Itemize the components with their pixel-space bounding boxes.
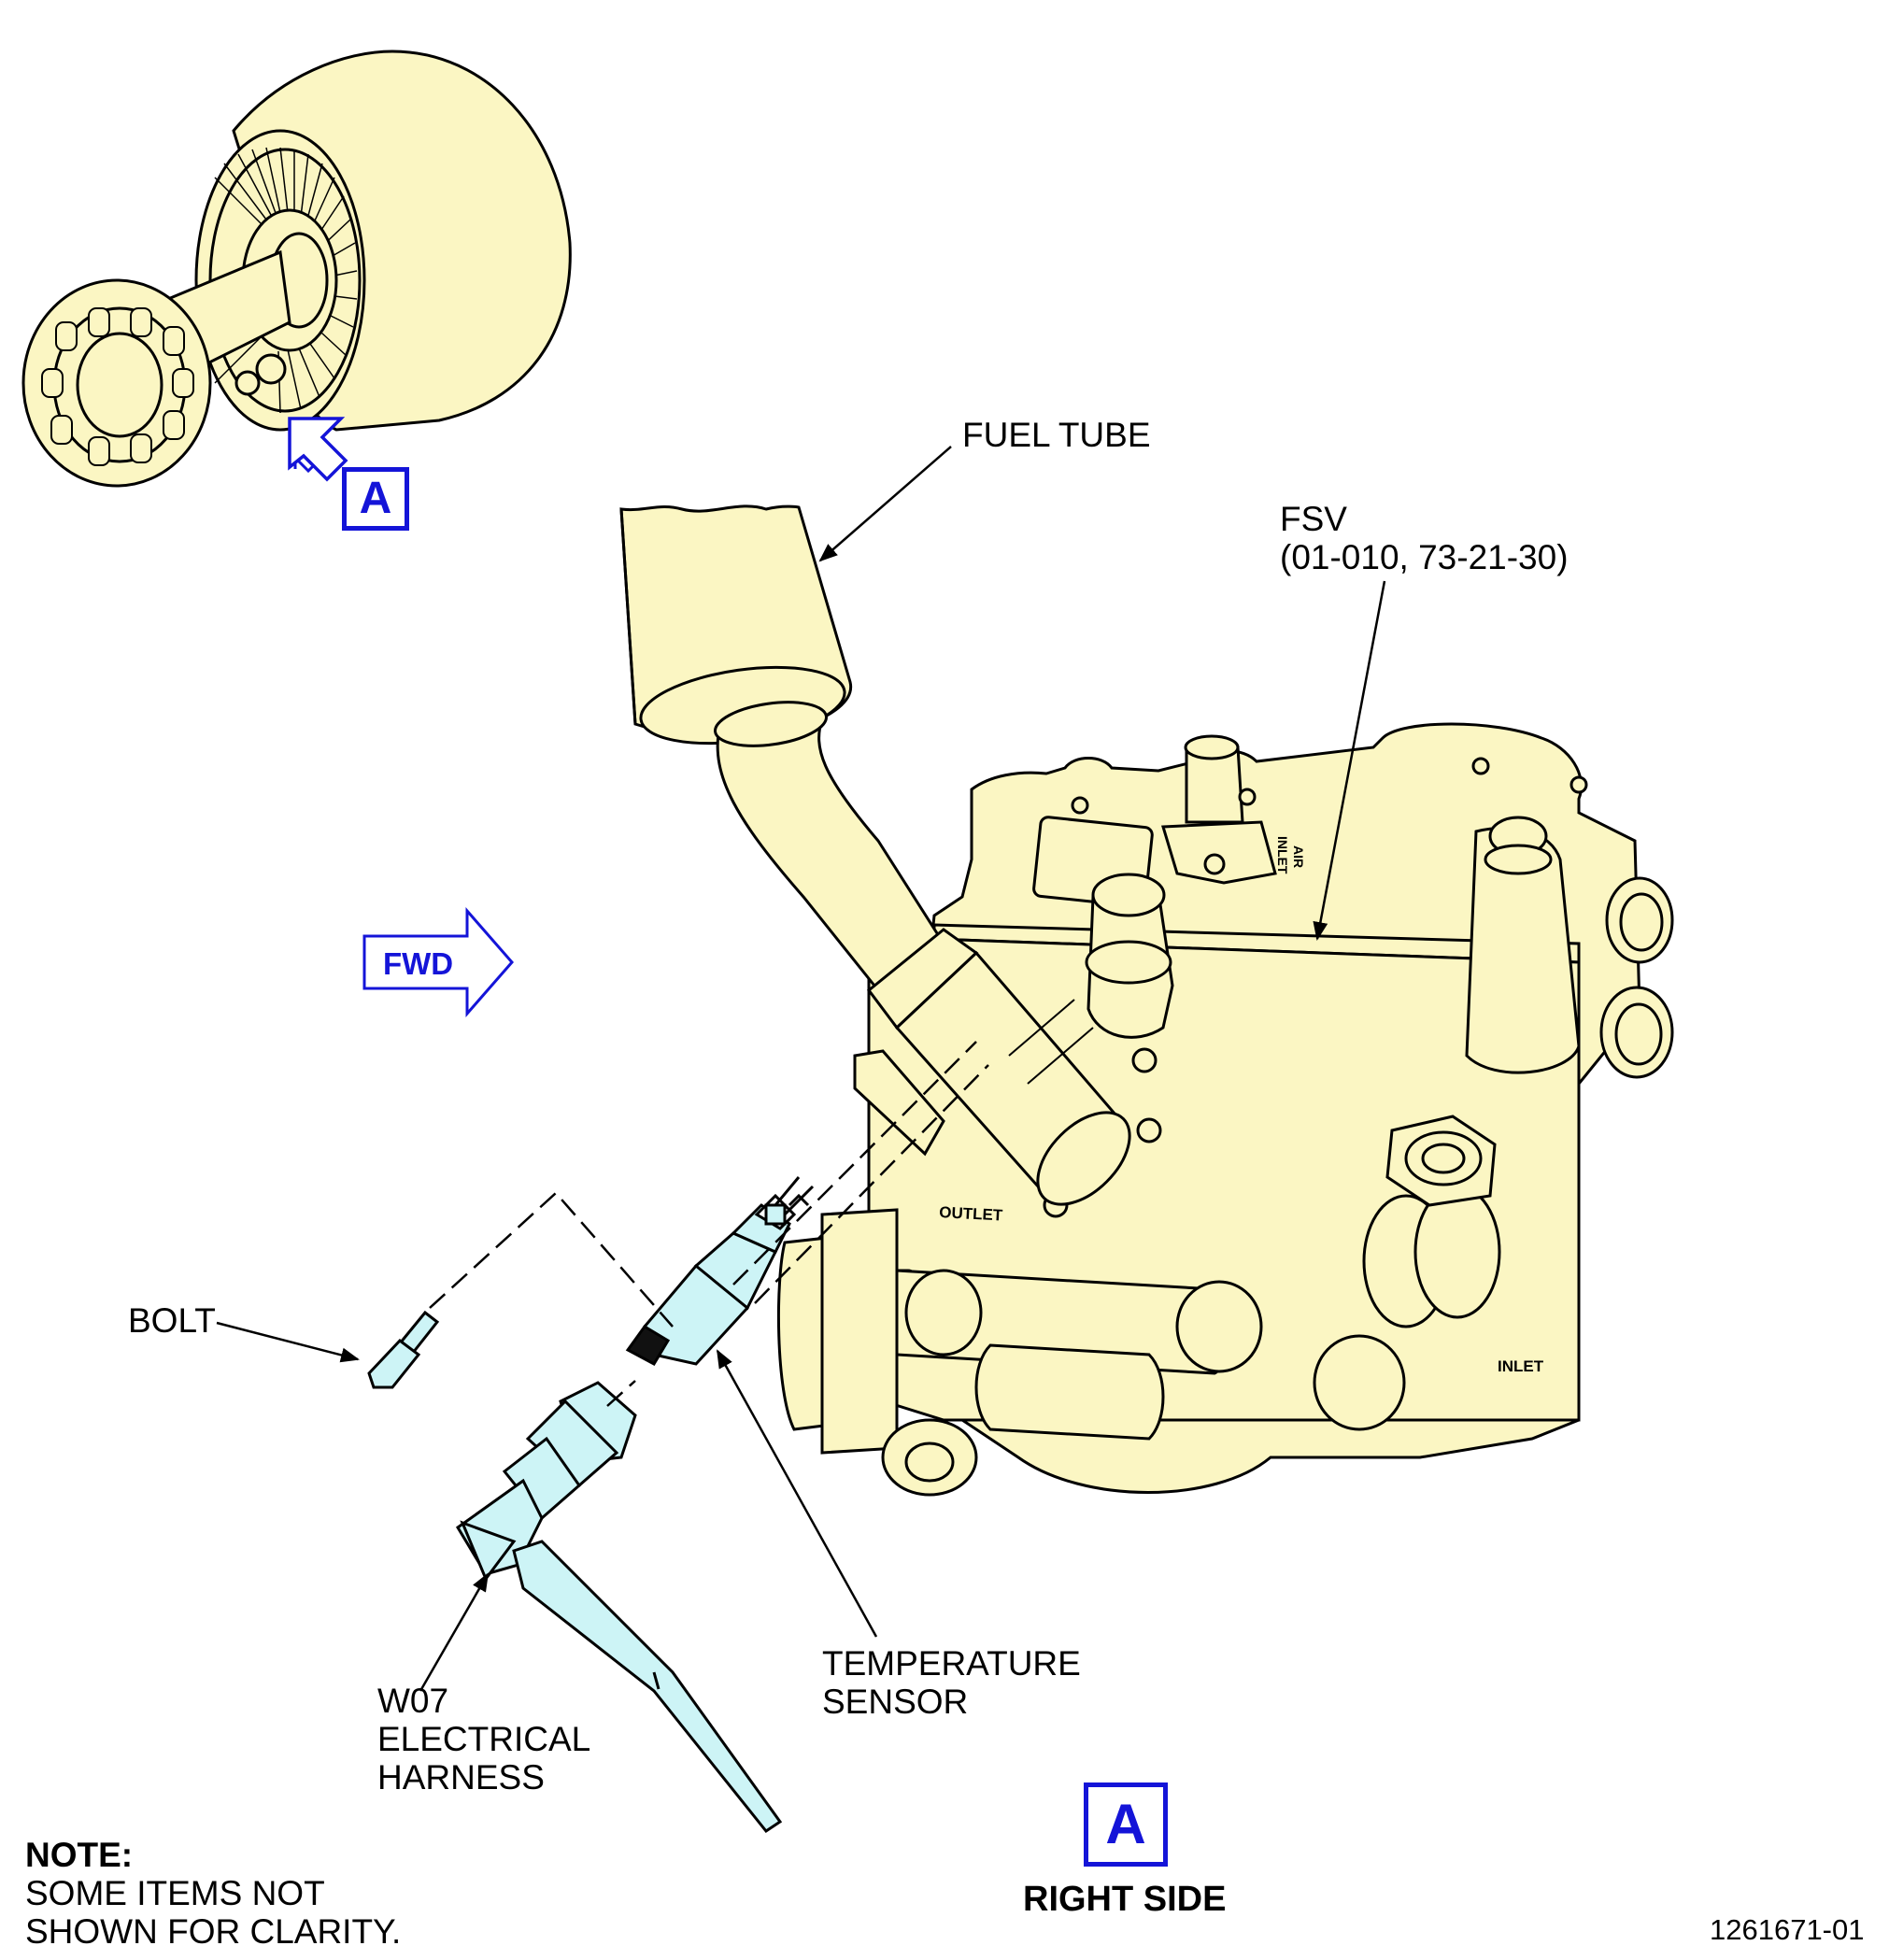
view-marker-top[interactable]: A [342, 467, 409, 531]
temperature-sensor [625, 1176, 815, 1366]
note-block: NOTE: SOME ITEMS NOT SHOWN FOR CLARITY. [25, 1836, 401, 1951]
outlet-stamp: OUTLET [939, 1203, 1004, 1225]
fuel-tube-label: FUEL TUBE [962, 416, 1151, 454]
bolt-label: BOLT [128, 1301, 216, 1340]
view-marker-bottom[interactable]: A [1084, 1782, 1168, 1867]
note-title: NOTE: [25, 1836, 134, 1874]
fwd-arrow [362, 907, 514, 1017]
view-caption: RIGHT SIDE [1023, 1880, 1227, 1919]
w07-electrical-harness [456, 1381, 783, 1834]
engine-locator-view [21, 50, 572, 488]
fsv-label-line2: (01-010, 73-21-30) [1280, 538, 1569, 576]
fsv-housing [776, 722, 1674, 1497]
note-line1: SOME ITEMS NOT [25, 1874, 325, 1912]
harness-label-line3: HARNESS [377, 1758, 545, 1797]
fsv-label-line1: FSV [1280, 500, 1347, 538]
fwd-label: FWD [383, 946, 454, 981]
air-inlet-stamp-2: INLET [1275, 836, 1290, 874]
note-line2: SHOWN FOR CLARITY. [25, 1912, 402, 1951]
temperature-sensor-label-line1: TEMPERATURE [822, 1644, 1081, 1683]
alignment-lines [429, 1041, 989, 1407]
inlet-stamp: INLET [1498, 1357, 1544, 1375]
bolt [367, 1310, 440, 1389]
air-inlet-stamp-1: AIR [1291, 845, 1306, 868]
view-direction-arrow [288, 417, 348, 482]
fuel-tube [619, 504, 1131, 1206]
temperature-sensor-label-line2: SENSOR [822, 1683, 969, 1721]
harness-label: W07 ELECTRICAL HARNESS [377, 1682, 590, 1797]
leader-lines [216, 446, 1386, 1692]
temperature-sensor-label: TEMPERATURE SENSOR [822, 1644, 1081, 1721]
harness-label-line1: W07 [377, 1682, 449, 1720]
harness-label-line2: ELECTRICAL [377, 1720, 591, 1758]
figure-id: 1261671-01 [1710, 1913, 1865, 1946]
fsv-label: FSV (01-010, 73-21-30) [1280, 500, 1569, 576]
